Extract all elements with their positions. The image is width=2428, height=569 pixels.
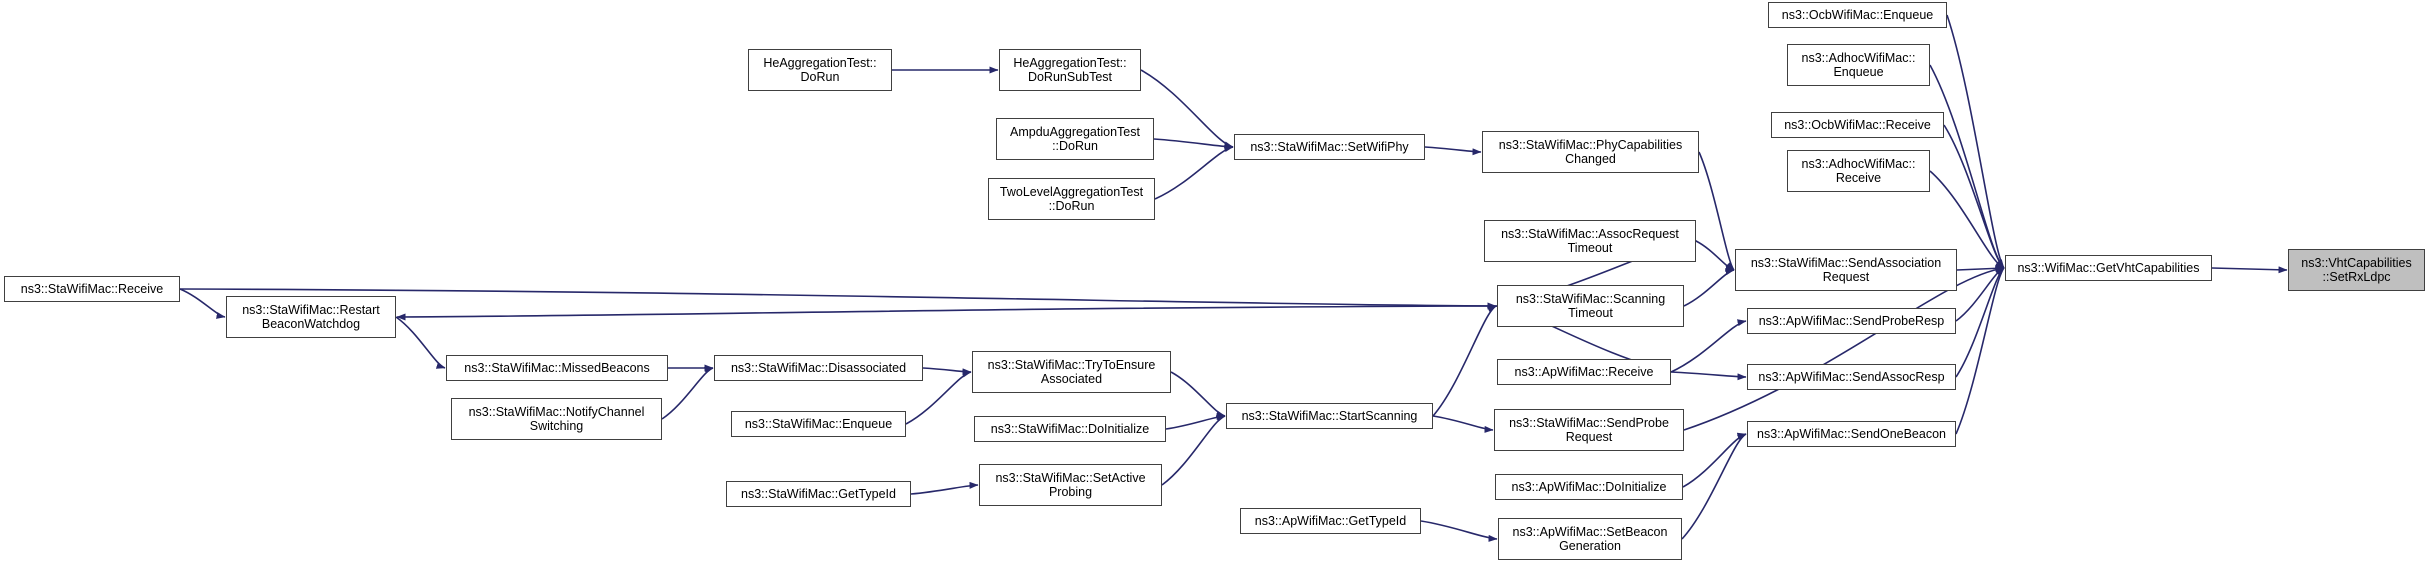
graph-node[interactable]: ns3::StaWifiMac::TryToEnsure Associated (972, 351, 1171, 393)
graph-node[interactable]: ns3::StaWifiMac::NotifyChannel Switching (451, 398, 662, 440)
graph-node[interactable]: ns3::OcbWifiMac::Enqueue (1768, 2, 1947, 28)
graph-node[interactable]: HeAggregationTest:: DoRun (748, 49, 892, 91)
graph-node[interactable]: TwoLevelAggregationTest ::DoRun (988, 178, 1155, 220)
graph-node[interactable]: ns3::ApWifiMac::SendProbeResp (1747, 308, 1956, 334)
graph-edge (1695, 240, 1735, 272)
graph-node[interactable]: ns3::StaWifiMac::Restart BeaconWatchdog (226, 296, 396, 338)
graph-node[interactable]: ns3::StaWifiMac::Scanning Timeout (1497, 285, 1684, 327)
graph-node[interactable]: ns3::StaWifiMac::PhyCapabilities Changed (1482, 131, 1699, 173)
graph-edge (1420, 520, 1498, 542)
graph-edge (1955, 267, 2005, 322)
graph-node[interactable]: HeAggregationTest:: DoRunSubTest (999, 49, 1141, 91)
graph-node[interactable]: ns3::ApWifiMac::DoInitialize (1495, 474, 1683, 500)
graph-node[interactable]: AmpduAggregationTest ::DoRun (996, 118, 1154, 160)
graph-edge (1683, 268, 1735, 307)
graph-edge (661, 367, 714, 420)
graph-node[interactable]: ns3::StaWifiMac::StartScanning (1226, 403, 1433, 429)
graph-edge (396, 305, 1498, 321)
graph-node[interactable]: ns3::ApWifiMac::GetTypeId (1240, 508, 1421, 534)
graph-node[interactable]: ns3::StaWifiMac::SendProbe Request (1494, 409, 1684, 451)
graph-edge (1154, 145, 1234, 200)
graph-edge (1670, 319, 1747, 373)
graph-edge (1161, 415, 1226, 486)
graph-node[interactable]: ns3::ApWifiMac::Receive (1497, 359, 1671, 385)
graph-node[interactable]: ns3::StaWifiMac::DoInitialize (974, 416, 1166, 442)
graph-node[interactable]: ns3::StaWifiMac::AssocRequest Timeout (1484, 220, 1696, 262)
graph-node[interactable]: ns3::AdhocWifiMac:: Receive (1787, 150, 1930, 192)
graph-node[interactable]: ns3::WifiMac::GetVhtCapabilities (2005, 255, 2212, 281)
graph-edge (1681, 433, 1747, 540)
graph-edge (1165, 413, 1226, 430)
graph-node[interactable]: ns3::StaWifiMac::Enqueue (731, 411, 906, 437)
graph-node[interactable]: ns3::StaWifiMac::SetWifiPhy (1234, 134, 1425, 160)
graph-edge (1153, 138, 1234, 151)
graph-node[interactable]: ns3::ApWifiMac::SendAssocResp (1747, 364, 1956, 390)
graph-edge (922, 367, 972, 376)
graph-edge (1683, 265, 2005, 431)
graph-node[interactable]: ns3::StaWifiMac::SetActive Probing (979, 464, 1162, 506)
graph-edge (1424, 146, 1482, 156)
graph-edge (1956, 264, 2005, 272)
graph-edge (1140, 69, 1234, 149)
graph-node[interactable]: ns3::VhtCapabilities ::SetRxLdpc (2288, 249, 2425, 291)
graph-node[interactable]: ns3::ApWifiMac::SetBeacon Generation (1498, 518, 1682, 560)
graph-node[interactable]: ns3::ApWifiMac::SendOneBeacon (1747, 421, 1956, 447)
graph-edge (1170, 371, 1226, 418)
graph-node[interactable]: ns3::OcbWifiMac::Receive (1771, 112, 1944, 138)
graph-edge (1929, 64, 2005, 269)
graph-edge (1946, 14, 2005, 269)
graph-edge (179, 288, 226, 319)
graph-edge (1955, 267, 2005, 378)
graph-edge (1955, 267, 2005, 435)
graph-edge (395, 316, 446, 369)
graph-node[interactable]: ns3::StaWifiMac::MissedBeacons (446, 355, 668, 381)
graph-node[interactable]: ns3::StaWifiMac::SendAssociation Request (1735, 249, 1957, 291)
graph-edge (1682, 432, 1747, 488)
graph-edge (910, 481, 979, 495)
graph-edge (1432, 415, 1494, 433)
graph-node[interactable]: ns3::AdhocWifiMac:: Enqueue (1787, 44, 1930, 86)
graph-edge (1943, 124, 2005, 269)
graph-edge (1432, 305, 1497, 417)
graph-edge (2211, 266, 2288, 274)
graph-node[interactable]: ns3::StaWifiMac::Receive (4, 276, 180, 302)
graph-node[interactable]: ns3::StaWifiMac::GetTypeId (726, 481, 911, 507)
graph-edge (1670, 371, 1747, 381)
graph-edge (1698, 151, 1735, 271)
graph-node[interactable]: ns3::StaWifiMac::Disassociated (714, 355, 923, 381)
